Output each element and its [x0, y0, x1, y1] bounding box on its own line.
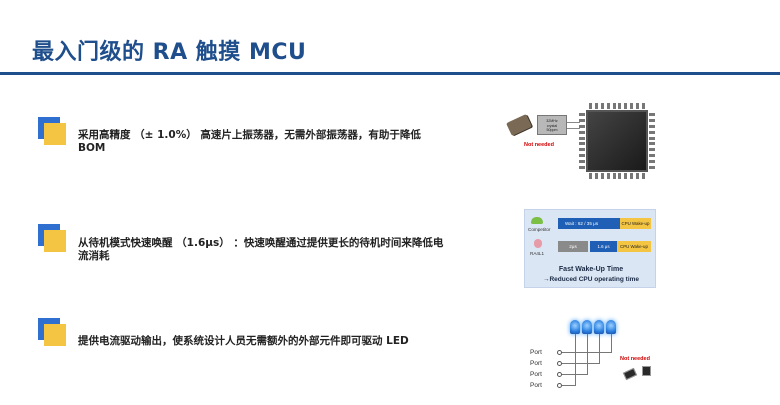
led-icon-3: [594, 320, 604, 334]
wakeup-caption-subtitle: →Reduced CPU operating time: [542, 276, 640, 283]
title-underline: [0, 72, 780, 75]
bullet-2-text: 从待机模式快速唤醒 （1.6μs） ：快速唤醒通过提供更长的待机时间来降低电 流…: [78, 237, 443, 263]
port-terminal-1: [557, 350, 562, 355]
led-wire-3: [599, 334, 600, 363]
bullet-3-text: 提供电流驱动输出，使系统设计人员无需额外的外部元件即可驱动 LED: [78, 335, 409, 348]
bullet-2-line1: 从待机模式快速唤醒 （1.6μs） ：快速唤醒通过提供更长的待机时间来降低电: [78, 237, 444, 249]
resistor-icon-1: [622, 367, 638, 381]
chip-pins-left: [579, 113, 585, 169]
competitor-cpu-wakeup: CPU Wake-up: [620, 218, 651, 229]
led-icon-2: [582, 320, 592, 334]
oscillator-trace-1: [567, 122, 580, 123]
bullet-1-line1: 采用高精度 （± 1.0%） 高速片上振荡器，无需外部振荡器，有助于降低: [78, 129, 421, 141]
port-terminal-3: [557, 372, 562, 377]
port-label-1: Port: [530, 349, 542, 356]
bullet-2-line2: 流消耗: [78, 250, 110, 262]
chip-pins-top: [589, 103, 645, 109]
competitor-wait-bar: Wait : 62 / 35 μs: [558, 218, 620, 229]
port-wire-4: [562, 385, 576, 386]
led-icon-4: [606, 320, 616, 334]
chip-pins-bottom: [589, 173, 645, 179]
bullet-3-icon: [38, 318, 66, 346]
led-wire-4: [611, 334, 612, 352]
competitor-label: Competitor: [528, 227, 551, 232]
chip-pins-right: [649, 113, 655, 169]
turtle-icon: [531, 217, 543, 224]
crystal-component-icon: [506, 114, 532, 136]
bullet-1-line2: BOM: [78, 142, 106, 154]
slide-title: 最入门级的 RA 触摸 MCU: [32, 40, 307, 65]
led-wire-2: [587, 334, 588, 374]
port-wire-2: [562, 363, 600, 364]
led-not-needed-label: Not needed: [620, 356, 650, 362]
led-icon-1: [570, 320, 580, 334]
led-drive-figure: Port Port Port Port Not needed: [528, 318, 668, 398]
port-wire-3: [562, 374, 588, 375]
oscillator-trace-2: [567, 128, 580, 129]
rabbit-icon: [534, 239, 542, 248]
port-wire-1: [562, 352, 612, 353]
oscillator-not-needed-label: Not needed: [524, 142, 554, 148]
port-terminal-4: [557, 383, 562, 388]
ra-gray-bar: 2μs: [558, 241, 588, 252]
port-terminal-2: [557, 361, 562, 366]
wakeup-timing-figure: Competitor RA4L1 Wait : 62 / 35 μs CPU W…: [524, 209, 656, 288]
port-label-2: Port: [530, 360, 542, 367]
ra-wait-bar: 1.6 μs: [590, 241, 617, 252]
led-wire-1: [575, 334, 576, 385]
port-label-4: Port: [530, 382, 542, 389]
bullet-3-line1: 提供电流驱动输出，使系统设计人员无需额外的外部元件即可驱动 LED: [78, 335, 409, 347]
wakeup-caption-title: Fast Wake-Up Time: [558, 266, 624, 273]
ra-label: RA4L1: [530, 251, 545, 256]
resistor-icon-2: [642, 366, 651, 376]
mcu-chip-figure: 32MHz crystal 50ppm Not needed: [500, 100, 670, 190]
bullet-1-icon: [38, 117, 66, 145]
crystal-oscillator-box: 32MHz crystal 50ppm: [537, 115, 567, 135]
mcu-chip-icon: [586, 110, 648, 172]
bullet-2-icon: [38, 224, 66, 252]
port-label-3: Port: [530, 371, 542, 378]
ra-cpu-wakeup: CPU Wake-up: [617, 241, 651, 252]
bullet-1-text: 采用高精度 （± 1.0%） 高速片上振荡器，无需外部振荡器，有助于降低 BOM: [78, 129, 421, 155]
